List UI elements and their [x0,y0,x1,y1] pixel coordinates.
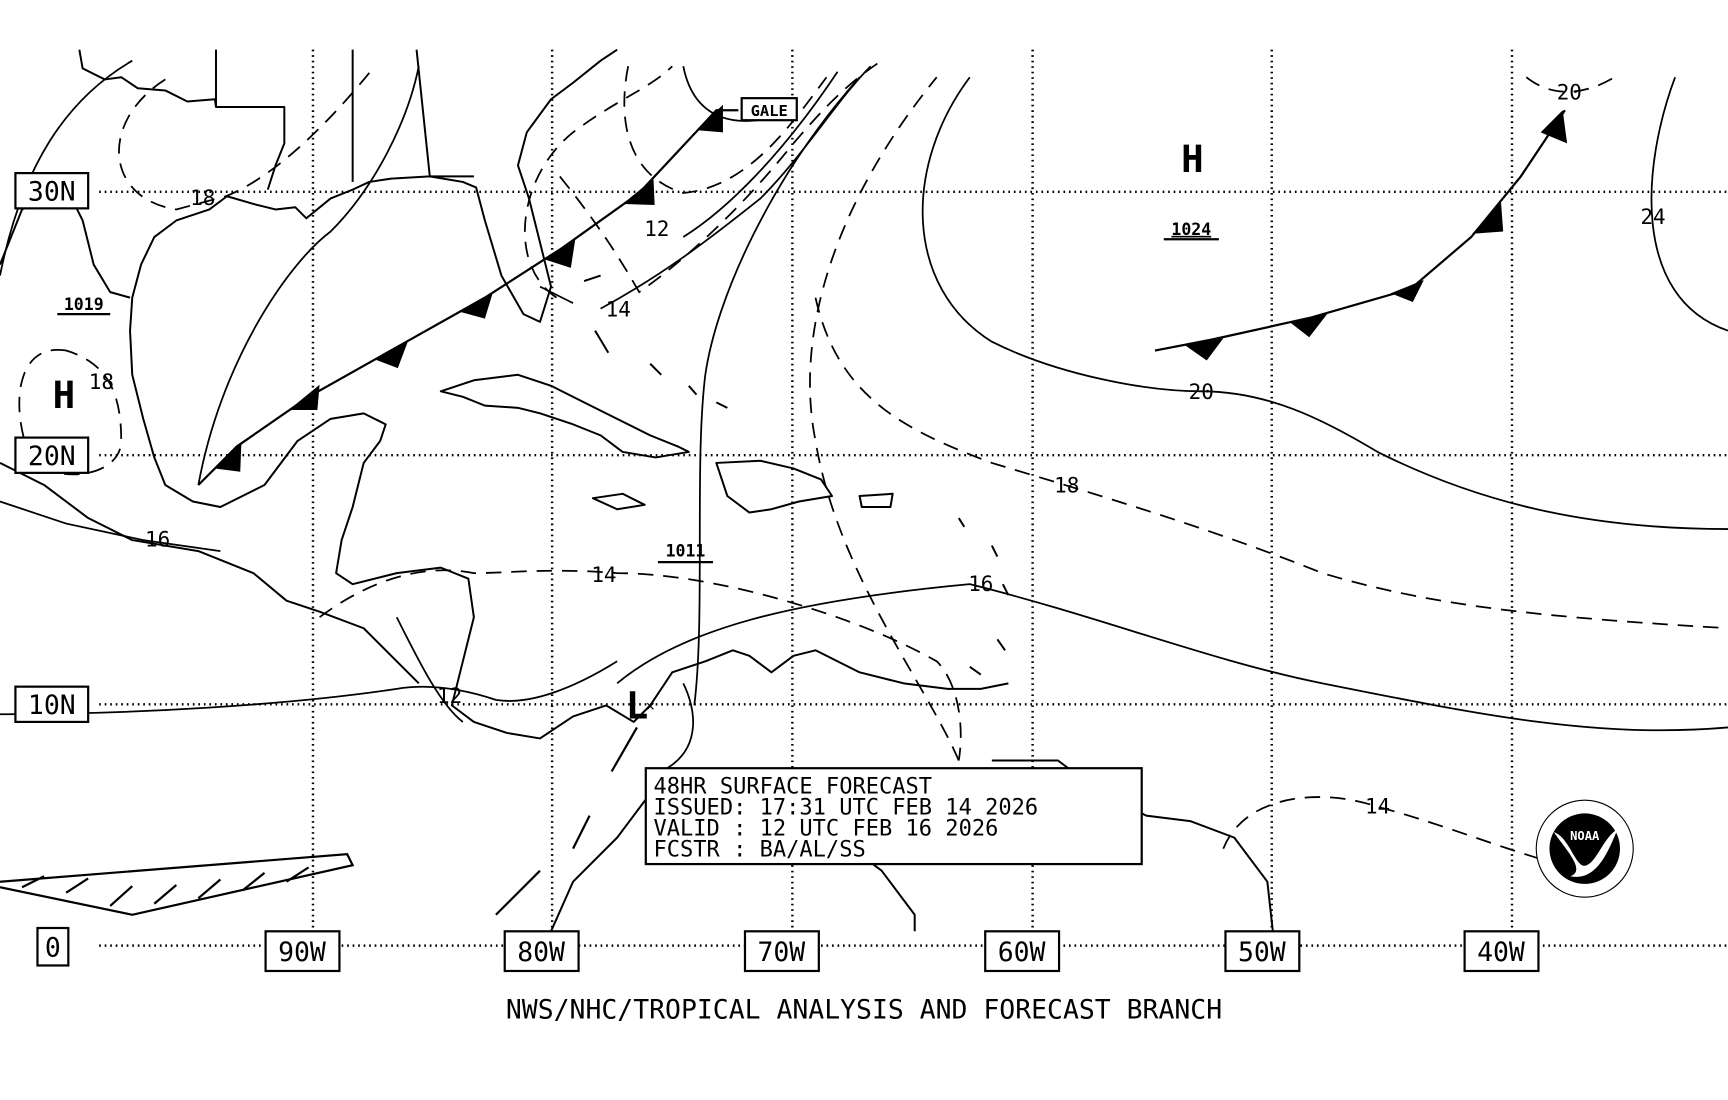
cold-front-east [1154,109,1568,361]
lat-label-10n: 10N [28,690,76,721]
lon-label-80w: 80W [517,937,565,968]
isobar-label: 14 [1365,794,1390,818]
lon-label-40w: 40W [1477,937,1525,968]
low-pressure-value: 1011 [666,542,706,561]
info-forecaster: FCSTR : BA/AL/SS [654,837,866,862]
isobar-labels: 18 12 14 18 16 14 12 20 24 20 18 16 14 [89,80,1666,818]
low-center-x-icon: × [646,697,655,715]
isobar-label: 12 [644,217,669,241]
lat-label-30n: 30N [28,177,76,208]
lon-label-50w: 50W [1238,937,1286,968]
trough-lines [0,726,638,916]
lon-label-60w: 60W [998,937,1046,968]
high-pressure-value: 1019 [64,295,104,314]
isobar-label: 14 [606,297,631,321]
isobar-label: 20 [1557,80,1582,104]
longitude-labels: 90W 80W 70W 60W 50W 40W [264,930,1540,973]
isobar-label: 14 [591,563,616,587]
noaa-logo-text: NOAA [1570,829,1600,843]
lon-label-70w: 70W [757,937,805,968]
noaa-logo: NOAA [1535,799,1634,898]
forecast-info-box: 48HR SURFACE FORECAST ISSUED: 17:31 UTC … [644,767,1143,866]
high-pressure-value: 1024 [1171,220,1211,239]
isobar-label: 18 [89,370,114,394]
isobar-label: 16 [145,528,170,552]
lat-label-0: 0 [45,933,61,964]
latitude-labels: 30N 20N 10N 0 [14,172,90,967]
footer-credit: NWS/NHC/TROPICAL ANALYSIS AND FORECAST B… [506,994,1222,1025]
gale-warning: GALE [740,97,798,122]
pressure-centers: H 1024 H 1019 L × 1011 [53,137,1219,728]
lon-label-90w: 90W [278,937,326,968]
isobar-label: 18 [1054,474,1079,498]
isobar-label: 24 [1640,205,1665,229]
isobar-label: 18 [190,186,215,210]
isobar-label: 12 [437,684,462,708]
lat-label-20n: 20N [28,441,76,472]
info-title: 48HR SURFACE FORECAST [654,775,933,800]
isobars [0,59,1728,861]
cold-front-west [197,104,739,486]
isobar-label: 16 [968,572,993,596]
low-pressure-symbol: L [626,684,649,728]
high-pressure-symbol: H [53,373,76,417]
gale-label: GALE [751,102,788,120]
info-valid: VALID : 12 UTC FEB 16 2026 [654,816,999,841]
isobar-label: 20 [1189,380,1214,404]
info-issued: ISSUED: 17:31 UTC FEB 14 2026 [654,795,1039,820]
high-pressure-symbol: H [1181,137,1204,181]
